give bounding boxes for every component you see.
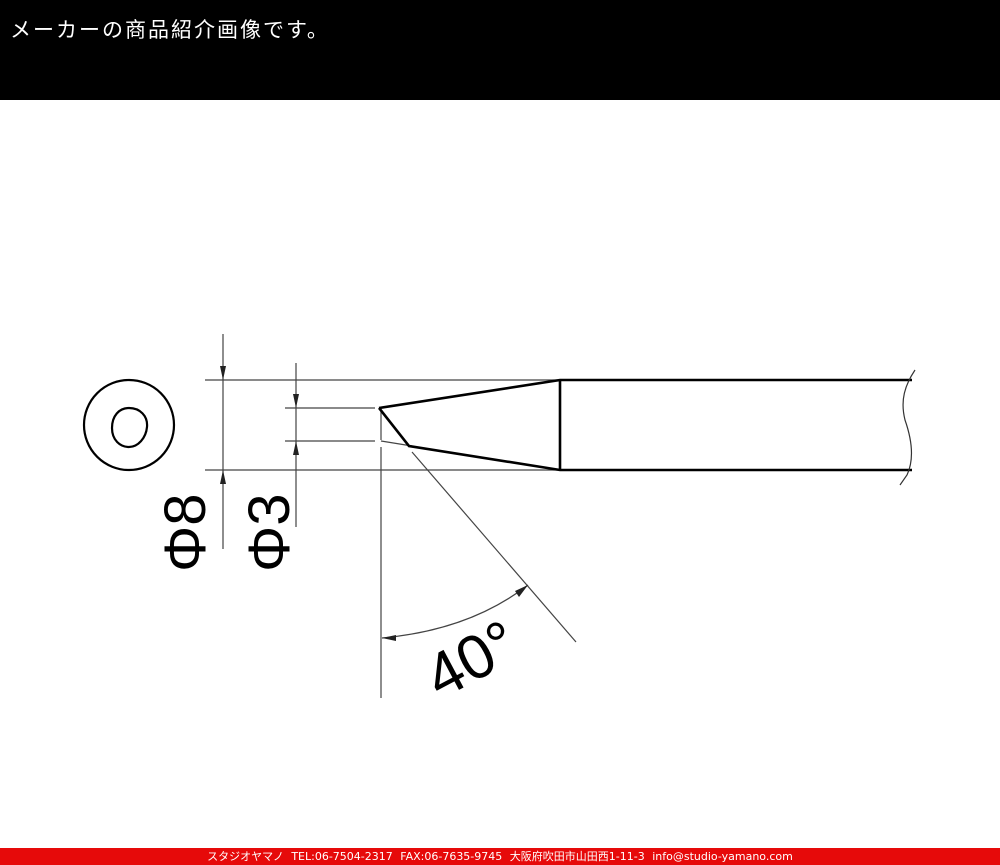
dimension-arrows	[220, 366, 528, 641]
footer-company: スタジオヤマノ	[207, 850, 284, 863]
header-banner: メーカーの商品紹介画像です。	[0, 0, 1000, 100]
break-line	[899, 369, 916, 486]
dim-outer-diameter: Φ8	[153, 493, 218, 572]
dim-tip-diameter: Φ3	[237, 493, 302, 572]
footer-fax: FAX:06-7635-9745	[400, 850, 503, 863]
dim-angle: 40°	[414, 607, 529, 712]
technical-drawing: Φ8 Φ3 40°	[0, 100, 1000, 848]
end-view-icon	[82, 378, 176, 472]
footer-tel: TEL:06-7504-2317	[291, 850, 393, 863]
footer-address: 大阪府吹田市山田西1-11-3	[509, 850, 645, 863]
footer-email: info@studio-yamano.com	[652, 850, 793, 863]
footer-contact-bar: スタジオヤマノ TEL:06-7504-2317 FAX:06-7635-974…	[0, 848, 1000, 865]
header-title: メーカーの商品紹介画像です。	[10, 18, 330, 42]
tip-outline	[377, 378, 912, 472]
